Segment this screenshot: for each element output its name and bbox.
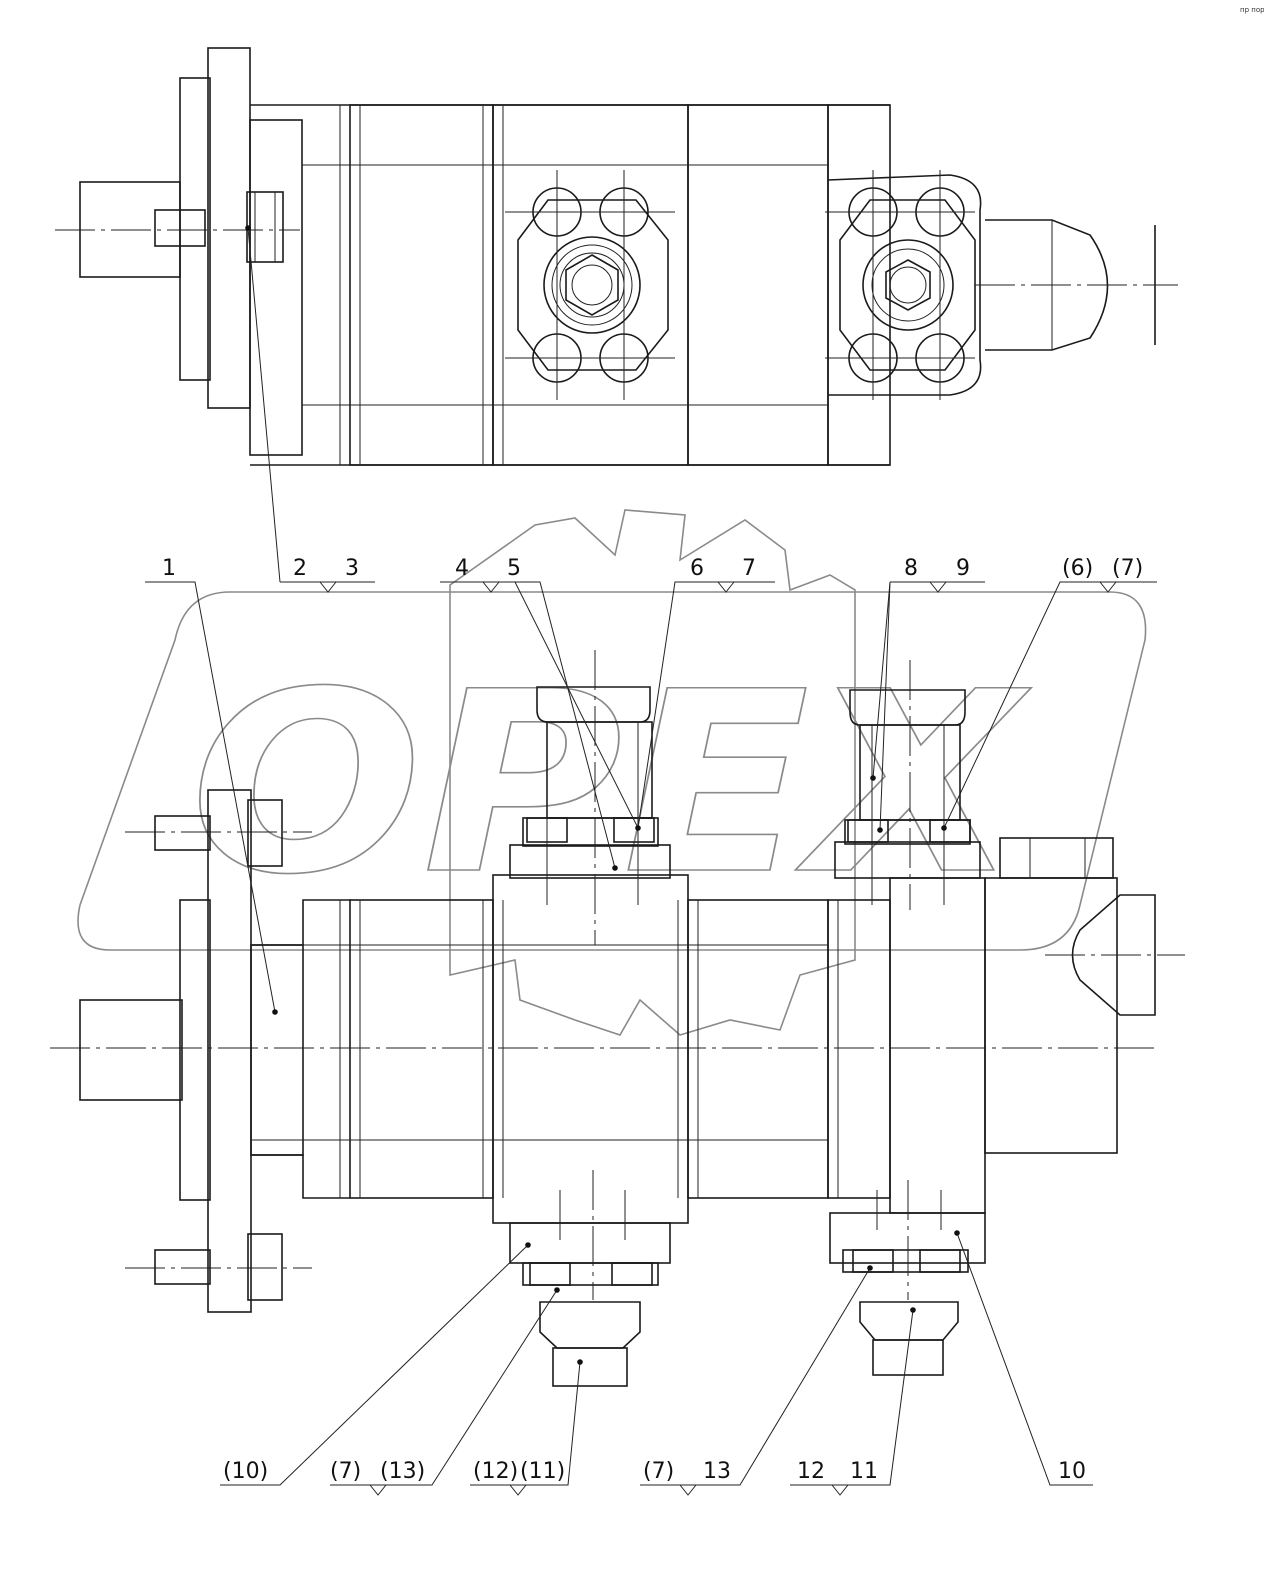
leader-lines (145, 227, 1157, 1486)
lower-port-right (829, 1180, 986, 1376)
watermark-text: OPEX (190, 638, 1031, 929)
nut-upper (247, 799, 283, 867)
callout-12: 12 (797, 1459, 825, 1484)
upper-port-right (834, 660, 981, 910)
callout-5: 5 (507, 556, 521, 581)
top-view (55, 47, 1178, 466)
top-flange-hub (179, 77, 211, 381)
callout-12-paren: (12) (473, 1459, 518, 1484)
main-adapter (250, 944, 304, 1156)
callout-13-paren: (13) (380, 1459, 425, 1484)
callout-11: 11 (850, 1459, 878, 1484)
callout-6: 6 (690, 556, 704, 581)
callout-10-paren: (10) (223, 1459, 268, 1484)
top-body-section-3 (687, 104, 829, 466)
top-body-section-1 (349, 104, 494, 466)
callout-6-paren: (6) (1062, 556, 1093, 581)
top-body-section-2 (492, 104, 689, 466)
corner-mark: пр пор (1240, 6, 1264, 14)
end-cover-boss (1071, 894, 1156, 1016)
watermark-badge-outline (77, 591, 1147, 951)
main-body-section-4 (827, 899, 891, 1199)
callout-13: 13 (703, 1459, 731, 1484)
callout-8: 8 (904, 556, 918, 581)
watermark: OPEX (77, 509, 1147, 1036)
stud-upper (154, 815, 211, 851)
watermark-gear-shape (449, 509, 856, 1036)
leader-dots (245, 225, 960, 1365)
callout-7-paren-left: (7) (330, 1459, 361, 1484)
upper-port-left (509, 650, 671, 945)
callout-7: 7 (742, 556, 756, 581)
top-bolt-head (246, 191, 284, 263)
callout-11-paren: (11) (520, 1459, 565, 1484)
callout-7-paren: (7) (1112, 556, 1143, 581)
callout-3: 3 (345, 556, 359, 581)
lower-port-left (509, 1170, 671, 1387)
callout-7-paren-right: (7) (643, 1459, 674, 1484)
nut-lower (247, 1233, 283, 1301)
top-mounting-flange (207, 47, 251, 409)
main-flange-hub (179, 899, 211, 1201)
top-adapter (249, 119, 303, 456)
top-port-flange-right (825, 170, 1178, 400)
callout-4: 4 (455, 556, 469, 581)
stud-lower (154, 1249, 211, 1285)
top-body-section-4 (827, 104, 891, 466)
callout-2: 2 (293, 556, 307, 581)
callout-10: 10 (1058, 1459, 1086, 1484)
callout-1: 1 (162, 556, 176, 581)
callout-9: 9 (956, 556, 970, 581)
label-group-ticks (319, 581, 1117, 1496)
end-cover-nut (999, 837, 1114, 879)
top-port-flange-left (505, 170, 675, 400)
main-shaft-stub (79, 999, 183, 1101)
callout-labels: 1 2 3 4 5 6 7 8 9 (6) (7) (10) (7) (13) … (162, 556, 1143, 1484)
main-view (50, 650, 1185, 1387)
